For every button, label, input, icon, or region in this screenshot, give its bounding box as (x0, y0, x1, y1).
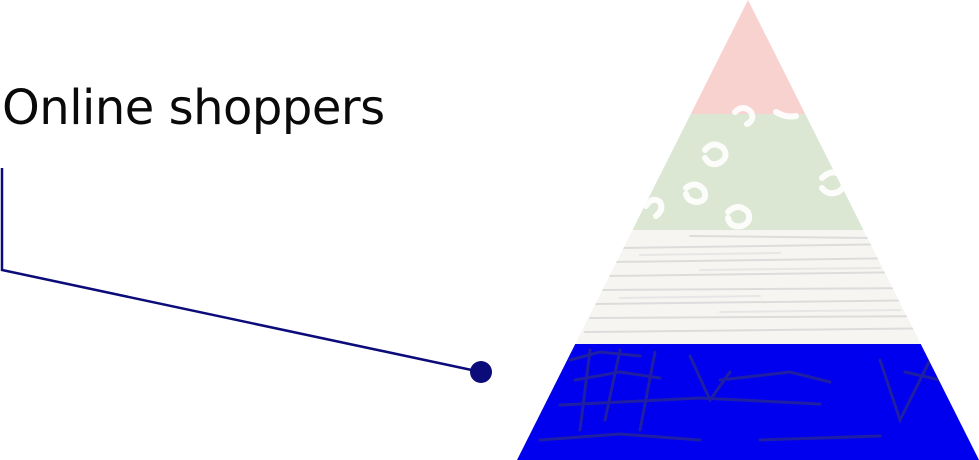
spots-texture (643, 105, 848, 230)
callout-label: Online shoppers (2, 80, 385, 136)
callout-connector-line (0, 168, 482, 374)
pyramid (517, 0, 979, 460)
strokes-texture (584, 235, 961, 333)
scribbles-texture (538, 348, 942, 442)
pyramid-layer-base (517, 344, 979, 460)
pyramid-layer-top (517, 0, 979, 114)
callout-anchor-dot (470, 361, 492, 383)
pyramid-layer-upper-middle (517, 114, 979, 230)
